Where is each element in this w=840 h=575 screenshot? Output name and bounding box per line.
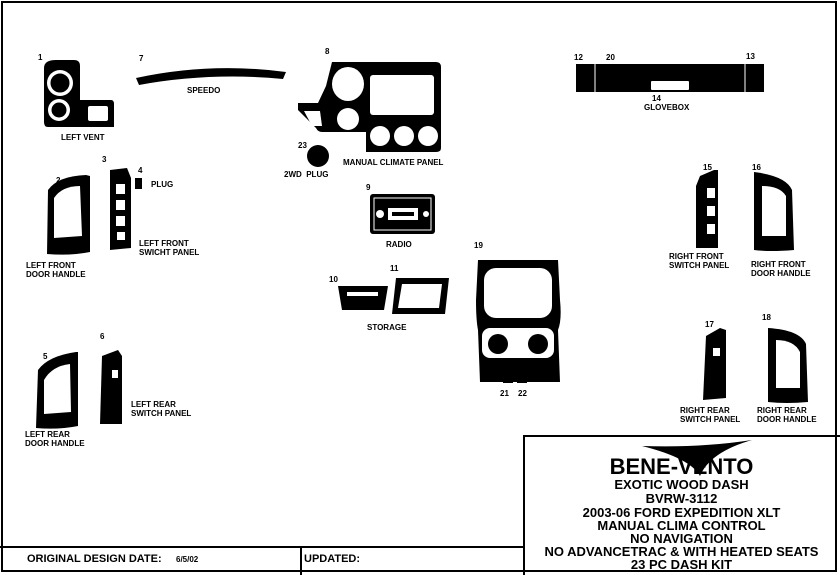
part-center-stack bbox=[476, 260, 561, 383]
part-number-20: 20 bbox=[606, 53, 615, 62]
part-number-5: 5 bbox=[43, 352, 48, 361]
part-left-rear-door-handle bbox=[36, 352, 78, 429]
label-left-front-switch-panel: LEFT FRONT SWICHT PANEL bbox=[139, 239, 200, 257]
part-number-11: 11 bbox=[390, 264, 399, 273]
part-manual-climate-panel bbox=[298, 62, 441, 152]
original-design-date: 6/5/02 bbox=[176, 555, 199, 564]
part-number-9: 9 bbox=[366, 183, 371, 192]
kit-piece-count: 23 PC DASH KIT bbox=[630, 557, 733, 572]
footer-bar bbox=[0, 546, 525, 575]
kit-part-number: BVRW-3112 bbox=[645, 491, 718, 506]
label-left-vent: LEFT VENT bbox=[61, 133, 105, 142]
label-2wd-plug: 2WD PLUG bbox=[284, 170, 329, 179]
part-storage-10 bbox=[338, 286, 388, 310]
part-number-17: 17 bbox=[705, 320, 714, 329]
part-glovebox bbox=[576, 64, 764, 92]
label-right-front-door-handle: RIGHT FRONT DOOR HANDLE bbox=[751, 260, 811, 278]
original-design-date-label: ORIGINAL DESIGN DATE: bbox=[27, 553, 162, 565]
part-number-12: 12 bbox=[574, 53, 583, 62]
part-plug bbox=[135, 178, 142, 189]
part-number-7: 7 bbox=[139, 54, 144, 63]
part-number-21: 21 bbox=[500, 389, 509, 398]
label-speedo: SPEEDO bbox=[187, 86, 221, 95]
part-number-1: 1 bbox=[38, 53, 43, 62]
part-number-4: 4 bbox=[138, 166, 143, 175]
brand-logo-swoosh bbox=[642, 440, 752, 476]
kit-vehicle: 2003-06 FORD EXPEDITION XLT bbox=[582, 505, 781, 520]
part-number-10: 10 bbox=[329, 275, 338, 284]
label-plug: PLUG bbox=[151, 180, 174, 189]
part-left-front-door-handle bbox=[47, 175, 90, 255]
part-right-rear-door-handle bbox=[768, 328, 808, 403]
part-right-rear-switch-panel bbox=[703, 328, 726, 400]
updated-label: UPDATED: bbox=[304, 553, 361, 565]
part-storage-11 bbox=[392, 278, 449, 314]
part-left-rear-switch-panel bbox=[100, 350, 122, 424]
part-right-front-door-handle bbox=[754, 172, 794, 251]
part-number-6: 6 bbox=[100, 332, 105, 341]
label-right-rear-switch-panel: RIGHT REAR SWITCH PANEL bbox=[680, 406, 741, 424]
label-radio: RADIO bbox=[386, 240, 412, 249]
brand-name: BENE-VENTO bbox=[609, 454, 754, 479]
part-2wd-plug bbox=[307, 145, 329, 167]
part-radio bbox=[370, 194, 435, 234]
label-left-front-door-handle: LEFT FRONT DOOR HANDLE bbox=[26, 261, 86, 279]
kit-option-navigation: NO NAVIGATION bbox=[630, 531, 733, 546]
part-number-16: 16 bbox=[752, 163, 761, 172]
part-right-front-switch-panel bbox=[696, 170, 718, 248]
label-left-rear-door-handle: LEFT REAR DOOR HANDLE bbox=[25, 430, 85, 448]
part-speedo bbox=[136, 68, 286, 85]
part-number-13: 13 bbox=[746, 52, 755, 61]
part-number-22: 22 bbox=[518, 389, 527, 398]
footer-divider bbox=[300, 546, 302, 575]
part-number-14: 14 bbox=[652, 94, 661, 103]
kit-option-clima: MANUAL CLIMA CONTROL bbox=[597, 518, 766, 533]
brand-tagline: EXOTIC WOOD DASH bbox=[614, 477, 749, 492]
part-number-3: 3 bbox=[102, 155, 107, 164]
part-number-23: 23 bbox=[298, 141, 307, 150]
part-number-19: 19 bbox=[474, 241, 483, 250]
label-storage: STORAGE bbox=[367, 323, 407, 332]
label-left-rear-switch-panel: LEFT REAR SWITCH PANEL bbox=[131, 400, 192, 418]
title-block bbox=[523, 435, 840, 575]
label-glovebox: GLOVEBOX bbox=[644, 103, 690, 112]
part-number-2: 2 bbox=[56, 176, 61, 185]
part-number-8: 8 bbox=[325, 47, 330, 56]
kit-option-advancetrac: NO ADVANCETRAC & WITH HEATED SEATS bbox=[544, 544, 819, 559]
label-right-front-switch-panel: RIGHT FRONT SWITCH PANEL bbox=[669, 252, 730, 270]
label-manual-climate-panel: MANUAL CLIMATE PANEL bbox=[343, 158, 444, 167]
part-number-18: 18 bbox=[762, 313, 771, 322]
label-right-rear-door-handle: RIGHT REAR DOOR HANDLE bbox=[757, 406, 817, 424]
part-left-vent bbox=[44, 60, 114, 127]
part-left-front-switch-panel bbox=[110, 168, 131, 250]
part-number-15: 15 bbox=[703, 163, 712, 172]
